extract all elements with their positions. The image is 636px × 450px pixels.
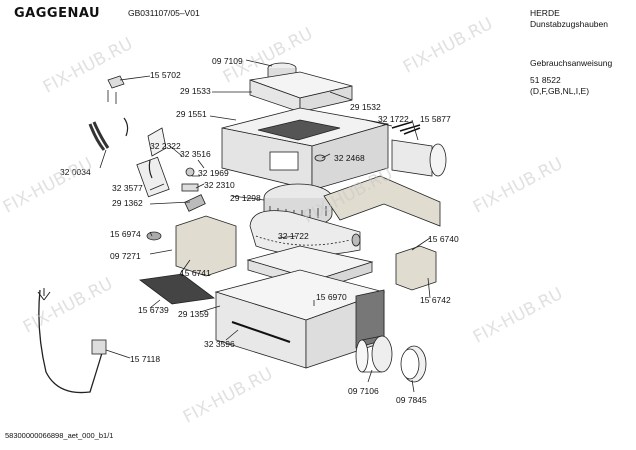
grille-vent (257, 119, 341, 141)
duct-channel (323, 175, 441, 227)
part-label: 09 7845 (396, 395, 427, 405)
part-label: 32 2322 (150, 141, 181, 151)
foam-block-right (395, 245, 437, 291)
part-label: 29 1532 (350, 102, 381, 112)
part-label: 32 3577 (112, 183, 143, 193)
part-label: 32 1969 (198, 168, 229, 178)
part-label: 29 1298 (230, 193, 261, 203)
part-label: 32 2468 (334, 153, 365, 163)
part-label: 29 1533 (180, 86, 211, 96)
part-label: 15 5702 (150, 70, 181, 80)
terminal-board (136, 156, 170, 198)
power-cord (38, 289, 105, 394)
part-label: 15 6740 (428, 234, 459, 244)
duct-connector (391, 139, 433, 177)
part-label: 29 1362 (112, 198, 143, 208)
document-id: GB031107/05–V01 (128, 8, 200, 18)
manual-languages: (D,F,GB,NL,I,E) (530, 86, 590, 96)
subcategory-label: Dunstabzugshauben (530, 19, 608, 29)
part-label: 29 1551 (176, 109, 207, 119)
brand-logo: GAGGENAU (14, 6, 101, 21)
part-label: 32 3516 (180, 149, 211, 159)
plug-block (91, 339, 107, 355)
filter-mat (138, 273, 216, 305)
manual-label: Gebrauchsanweisung (530, 58, 613, 68)
switch (181, 183, 199, 192)
knob (146, 231, 162, 241)
category-label: HERDE (530, 8, 560, 18)
part-label: 32 1722 (278, 231, 309, 241)
capacitor (184, 194, 206, 212)
part-label: 15 7118 (130, 354, 161, 364)
part-label: 32 3596 (204, 339, 235, 349)
part-label: 15 6970 (316, 292, 347, 302)
foam-block-left (175, 215, 237, 277)
footer-code: 58300000066898_aet_000_b1/1 (5, 431, 114, 440)
part-label: 09 7271 (110, 251, 141, 261)
part-label: 29 1359 (178, 309, 209, 319)
cable-spring (88, 121, 110, 151)
scroll-housing (249, 210, 361, 256)
part-label: 15 6739 (138, 305, 169, 315)
part-label: 09 7106 (348, 386, 379, 396)
part-label: 09 7109 (212, 56, 243, 66)
part-label: 15 5877 (420, 114, 451, 124)
part-label: 15 6974 (110, 229, 141, 239)
part-label: 32 2310 (204, 180, 235, 190)
part-label: 32 0034 (60, 167, 91, 177)
part-label: 32 1722 (378, 114, 409, 124)
exhaust-ring (371, 335, 393, 373)
part-label: 15 6741 (180, 268, 211, 278)
manual-number: 51 8522 (530, 75, 561, 85)
part-label: 15 6742 (420, 295, 451, 305)
clip-bracket (107, 75, 125, 89)
